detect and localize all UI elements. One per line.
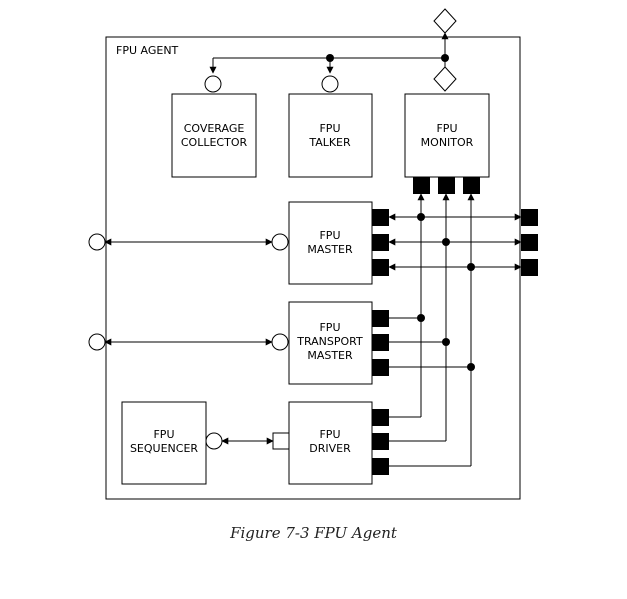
driver-label-1: FPU <box>319 428 340 441</box>
master-pin-1 <box>372 209 389 226</box>
transport-master-label-1: FPU <box>319 321 340 334</box>
top-port-diamond <box>433 8 457 34</box>
external-pin-1 <box>521 209 538 226</box>
figure-caption: Figure 7-3 FPU Agent <box>230 524 397 542</box>
driver-pin-2 <box>372 433 389 450</box>
fpu-agent-diagram: FPU AGENT COVERAGE COLLECTOR FPU TALKER … <box>88 8 538 500</box>
external-pin-3 <box>521 259 538 276</box>
transport-pin-3 <box>372 359 389 376</box>
master-label-1: FPU <box>319 229 340 242</box>
coverage-collector-label-2: COLLECTOR <box>181 136 248 149</box>
monitor-block <box>404 93 490 178</box>
monitor-label-1: FPU <box>436 122 457 135</box>
transport-master-label-2: TRANSPORT <box>296 335 363 348</box>
master-external-port <box>88 233 106 251</box>
transport-input-port <box>271 333 289 351</box>
agent-title: FPU AGENT <box>116 44 179 57</box>
talker-label-1: FPU <box>319 122 340 135</box>
monitor-pin-1 <box>413 177 430 194</box>
sequencer-port <box>205 432 223 450</box>
coverage-collector-label-1: COVERAGE <box>184 122 245 135</box>
monitor-pin-3 <box>463 177 480 194</box>
driver-block <box>288 401 373 485</box>
transport-master-block <box>288 301 373 385</box>
coverage-collector-port <box>204 75 222 93</box>
master-pin-3 <box>372 259 389 276</box>
transport-pin-1 <box>372 310 389 327</box>
monitor-pin-2 <box>438 177 455 194</box>
sequencer-label-2: SEQUENCER <box>130 442 198 455</box>
driver-pin-3 <box>372 458 389 475</box>
driver-seq-port <box>272 432 290 450</box>
talker-block <box>288 93 373 178</box>
master-pin-2 <box>372 234 389 251</box>
driver-label-2: DRIVER <box>309 442 351 455</box>
talker-label-2: TALKER <box>308 136 351 149</box>
sequencer-label-1: FPU <box>153 428 174 441</box>
transport-external-port <box>88 333 106 351</box>
coverage-collector-block <box>171 93 257 178</box>
master-input-port <box>271 233 289 251</box>
external-pin-2 <box>521 234 538 251</box>
transport-master-label-3: MASTER <box>307 349 353 362</box>
talker-port <box>321 75 339 93</box>
transport-pin-2 <box>372 334 389 351</box>
master-label-2: MASTER <box>307 243 353 256</box>
monitor-port-diamond <box>433 66 457 92</box>
monitor-label-2: MONITOR <box>421 136 474 149</box>
driver-pin-1 <box>372 409 389 426</box>
